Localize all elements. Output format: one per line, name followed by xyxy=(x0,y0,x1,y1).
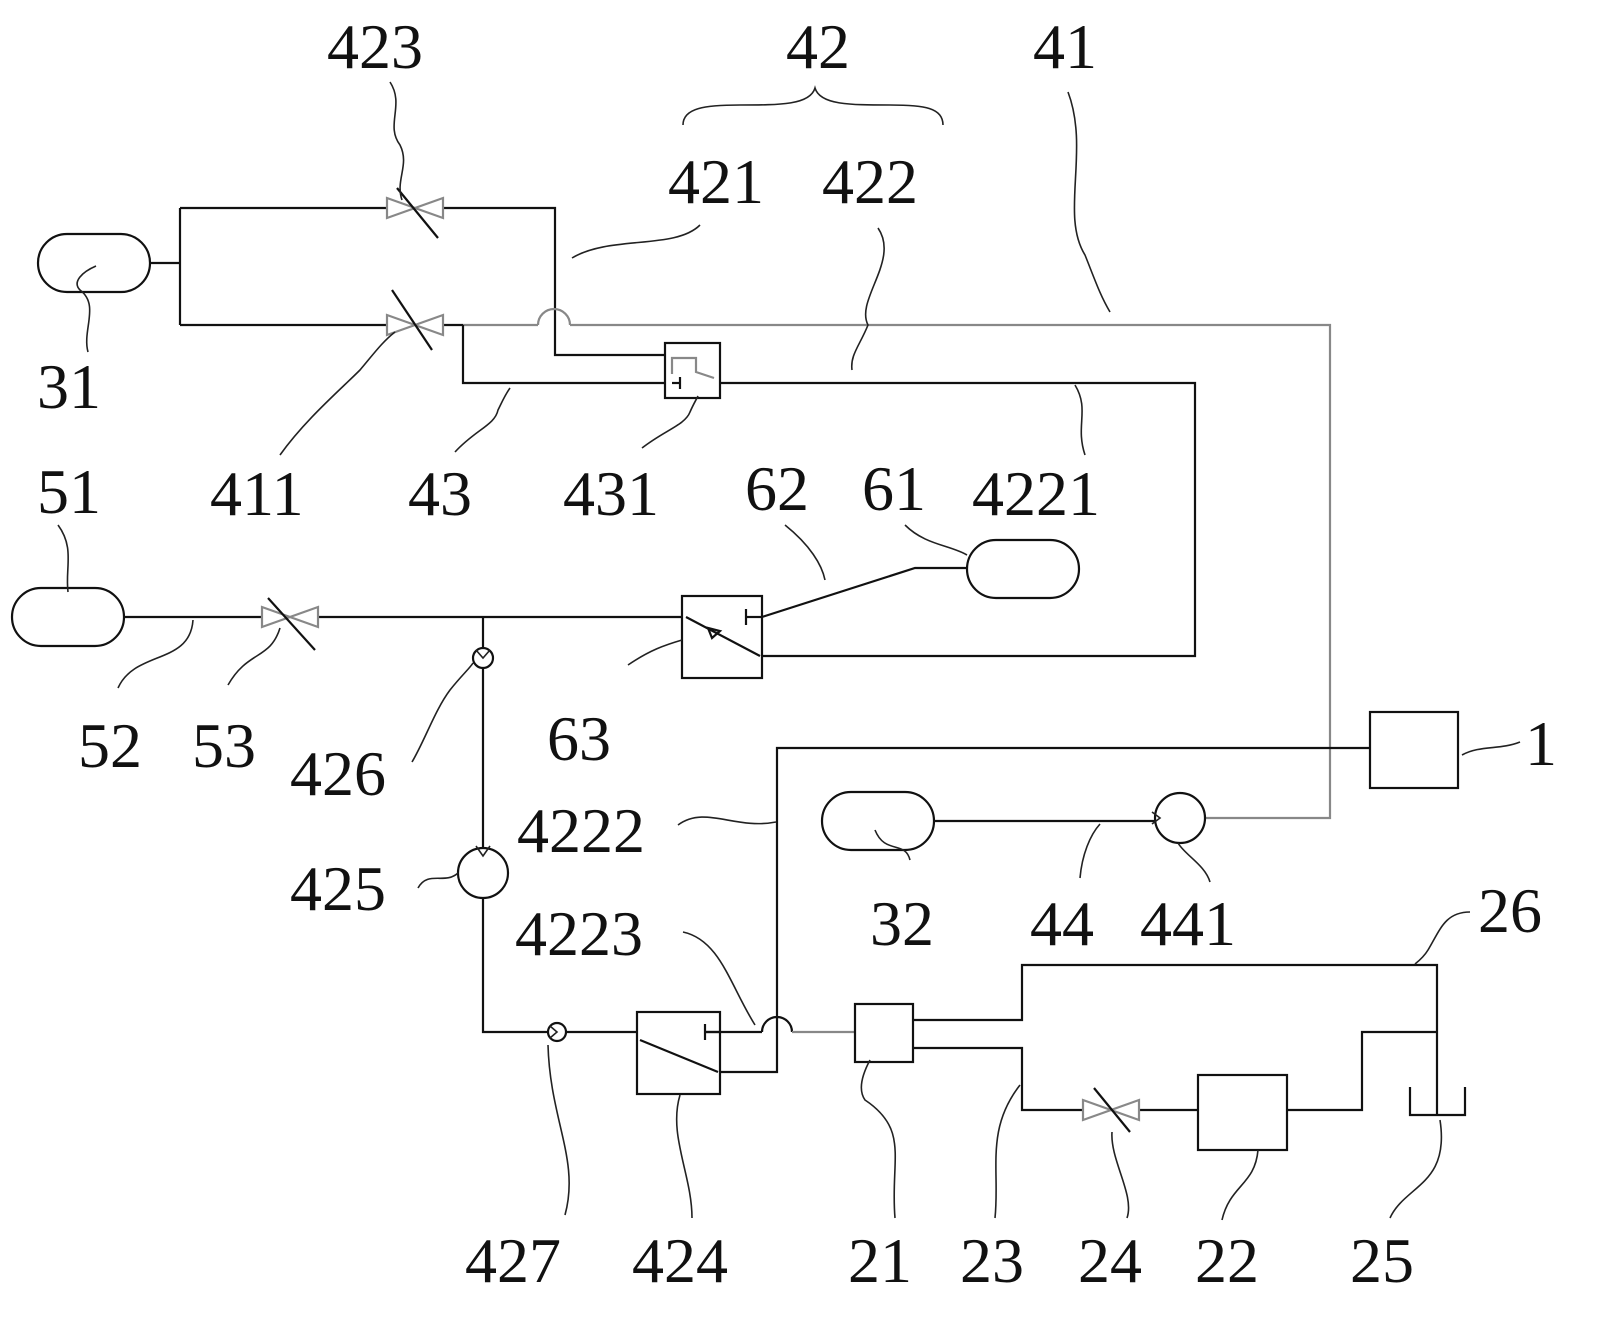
label-42: 42 xyxy=(786,11,850,82)
label-23: 23 xyxy=(960,1225,1024,1296)
pump-441 xyxy=(1151,791,1207,845)
label-4222: 4222 xyxy=(517,795,645,866)
label-25: 25 xyxy=(1350,1225,1414,1296)
tank-31 xyxy=(36,232,152,294)
valve-24 xyxy=(1081,1087,1141,1133)
labels: 423 42 41 421 422 31 411 43 431 62 61 42… xyxy=(37,11,1557,1296)
label-21: 21 xyxy=(848,1225,912,1296)
label-423: 423 xyxy=(327,11,423,82)
valve-53 xyxy=(260,597,320,651)
pipe-network xyxy=(124,206,1439,1115)
label-61: 61 xyxy=(862,453,926,524)
valve-424 xyxy=(635,1010,722,1096)
valve-63 xyxy=(680,594,764,680)
label-22: 22 xyxy=(1195,1225,1259,1296)
relay-valve-431 xyxy=(663,341,722,400)
label-51: 51 xyxy=(37,456,101,527)
label-421: 421 xyxy=(668,146,764,217)
label-427: 427 xyxy=(465,1225,561,1296)
label-441: 441 xyxy=(1140,888,1236,959)
label-41: 41 xyxy=(1033,11,1097,82)
tank-32 xyxy=(820,790,936,852)
label-4221: 4221 xyxy=(972,458,1100,529)
leader-lines xyxy=(57,81,1521,1221)
label-52: 52 xyxy=(78,710,142,781)
box-21 xyxy=(853,1002,915,1064)
brace-42 xyxy=(682,85,944,126)
tank-61 xyxy=(965,538,1081,600)
check-valve-426 xyxy=(471,646,495,670)
label-426: 426 xyxy=(290,738,386,809)
label-4223: 4223 xyxy=(515,898,643,969)
pump-425 xyxy=(456,845,510,900)
label-43: 43 xyxy=(408,458,472,529)
label-44: 44 xyxy=(1030,888,1094,959)
valve-411 xyxy=(385,289,445,351)
label-31: 31 xyxy=(37,351,101,422)
label-424: 424 xyxy=(632,1225,728,1296)
valve-423 xyxy=(385,187,445,239)
tank-51 xyxy=(10,586,126,648)
check-valve-427 xyxy=(546,1021,568,1043)
label-425: 425 xyxy=(290,853,386,924)
label-411: 411 xyxy=(210,458,304,529)
label-63: 63 xyxy=(547,703,611,774)
label-53: 53 xyxy=(192,710,256,781)
label-62: 62 xyxy=(745,453,809,524)
label-431: 431 xyxy=(563,458,659,529)
label-1: 1 xyxy=(1525,708,1557,779)
label-24: 24 xyxy=(1078,1225,1142,1296)
box-1 xyxy=(1368,710,1460,790)
label-422: 422 xyxy=(822,146,918,217)
tray-25 xyxy=(1408,1087,1467,1117)
label-26: 26 xyxy=(1478,875,1542,946)
box-22 xyxy=(1196,1073,1289,1152)
label-32: 32 xyxy=(870,888,934,959)
